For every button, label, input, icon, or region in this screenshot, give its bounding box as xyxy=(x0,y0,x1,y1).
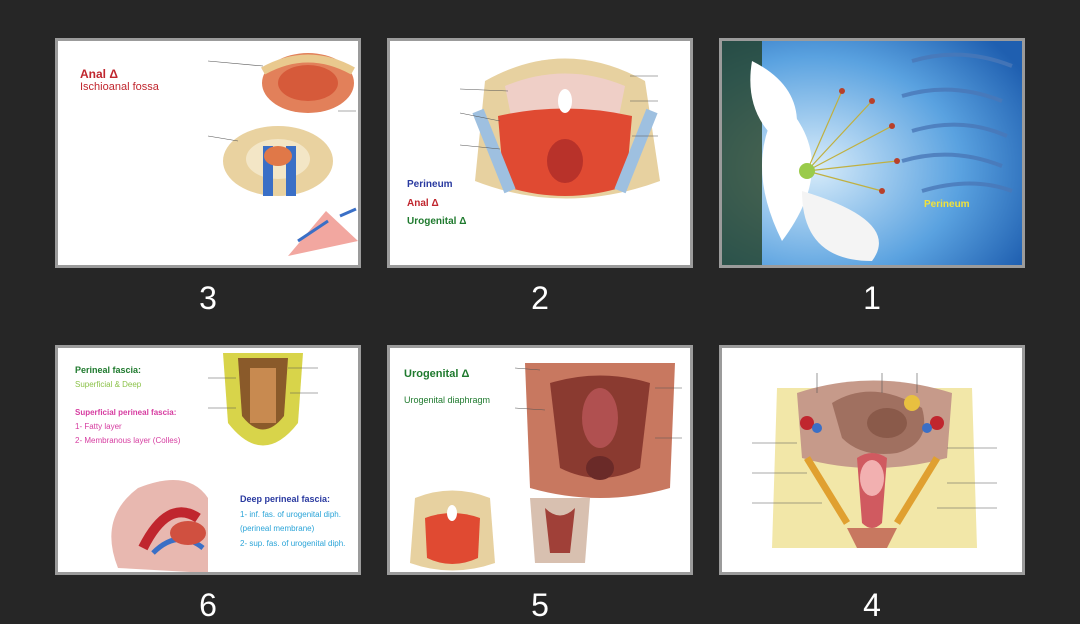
slide-number: 4 xyxy=(863,587,881,623)
slide-thumbnail-2[interactable]: Perineum Anal Δ Urogenital Δ xyxy=(387,38,693,268)
slide-number: 2 xyxy=(531,280,549,316)
slide-subtitle: Ischioanal fossa xyxy=(80,81,159,93)
heading-perineal-fascia: Perineal fascia: xyxy=(75,365,142,375)
heading-superficial-fascia: Superficial perineal fascia: xyxy=(75,408,177,417)
pelvis-illustration xyxy=(207,53,358,256)
perineum-illustration xyxy=(459,58,660,199)
slide-number: 6 xyxy=(199,587,217,623)
slide-title: Perineum xyxy=(924,199,970,210)
slide-thumbnail-3[interactable]: Anal Δ Ischioanal fossa xyxy=(55,38,361,268)
slide-title: Urogenital Δ xyxy=(404,368,470,380)
slide-subtitle: Urogenital diaphragm xyxy=(404,395,491,405)
slide-number: 3 xyxy=(199,280,217,316)
text-perineal-membrane: (perineal membrane) xyxy=(240,524,315,533)
urogenital-illustration xyxy=(410,363,682,571)
text-inf-fascia: 1- inf. fas. of urogenital diph. xyxy=(240,510,341,519)
label-perineum: Perineum xyxy=(407,179,453,190)
slide-thumbnail-4[interactable] xyxy=(719,345,1025,575)
coronal-section-illustration xyxy=(752,373,997,548)
text-superficial-deep: Superficial & Deep xyxy=(75,380,142,389)
slide-thumbnail-5[interactable]: Urogenital Δ Urogenital diaphragm xyxy=(387,345,693,575)
slide-title: Anal Δ xyxy=(80,67,118,81)
slide-thumbnail-6[interactable]: Perineal fascia: Superficial & Deep Supe… xyxy=(55,345,361,575)
label-urogenital-triangle: Urogenital Δ xyxy=(407,216,467,227)
flower-illustration xyxy=(722,41,1022,265)
text-fatty-layer: 1- Fatty layer xyxy=(75,422,122,431)
text-membranous-layer: 2- Membranous layer (Colles) xyxy=(75,436,181,445)
slide-thumbnail-1[interactable]: Perineum xyxy=(719,38,1025,268)
slide-number: 1 xyxy=(863,280,881,316)
text-sup-fascia: 2- sup. fas. of urogenital diph. xyxy=(240,539,346,548)
heading-deep-fascia: Deep perineal fascia: xyxy=(240,494,331,504)
slide-number: 5 xyxy=(531,587,549,623)
fascia-illustration xyxy=(111,353,318,572)
label-anal-triangle: Anal Δ xyxy=(407,198,439,209)
